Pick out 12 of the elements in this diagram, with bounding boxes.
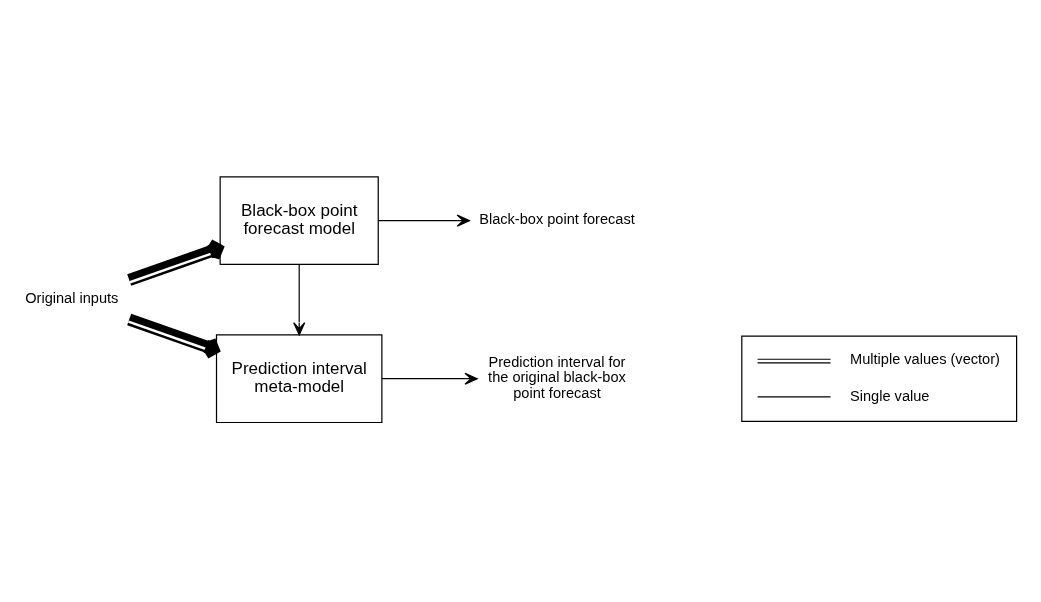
node-text: Prediction interval for the original black-box point forecast: [488, 353, 626, 401]
node-box: Black-box point forecast model: [219, 175, 379, 265]
arrow: [381, 372, 478, 385]
legend-label: Multiple values (vector): [850, 350, 1000, 367]
node-text: Black-box point forecast: [479, 210, 635, 227]
node-text: Original inputs: [25, 289, 119, 306]
arrow: [127, 313, 220, 359]
arrow: [293, 263, 306, 335]
legend-label: Single value: [850, 387, 930, 404]
node-box: Prediction interval meta-model: [215, 333, 383, 423]
arrow: [127, 238, 224, 286]
arrow: [377, 214, 470, 227]
